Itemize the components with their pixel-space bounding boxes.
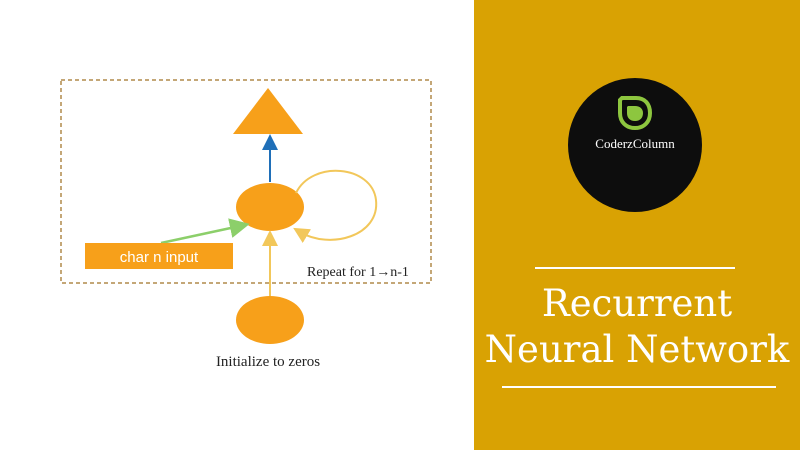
output-node [233, 88, 303, 134]
diagram-panel: char n input Repeat for 1→n-1 Initialize… [60, 79, 432, 370]
title-divider-bottom [502, 386, 776, 388]
brand-logo: CoderzColumn [568, 78, 702, 212]
repeat-label: Repeat for 1→n-1 [307, 265, 409, 280]
init-node [236, 296, 304, 344]
page-title-line-1: Recurrent [541, 282, 733, 325]
recurrent-loop-edge [293, 169, 378, 243]
input-label: char n input [120, 249, 199, 266]
coderzcolumn-leaf-logo-icon [618, 96, 653, 131]
repeat-frame [60, 79, 432, 284]
title-panel [474, 0, 800, 450]
rnn-diagram: char n input Repeat for 1→n-1 Initialize… [60, 79, 432, 370]
input-box [85, 243, 233, 269]
brand-name: CoderzColumn [595, 136, 675, 151]
hidden-node [236, 183, 304, 231]
input-edge [160, 218, 250, 245]
page-title-line-2: Neural Network [484, 328, 790, 371]
init-label: Initialize to zeros [216, 354, 320, 370]
title-divider-top [535, 267, 735, 269]
